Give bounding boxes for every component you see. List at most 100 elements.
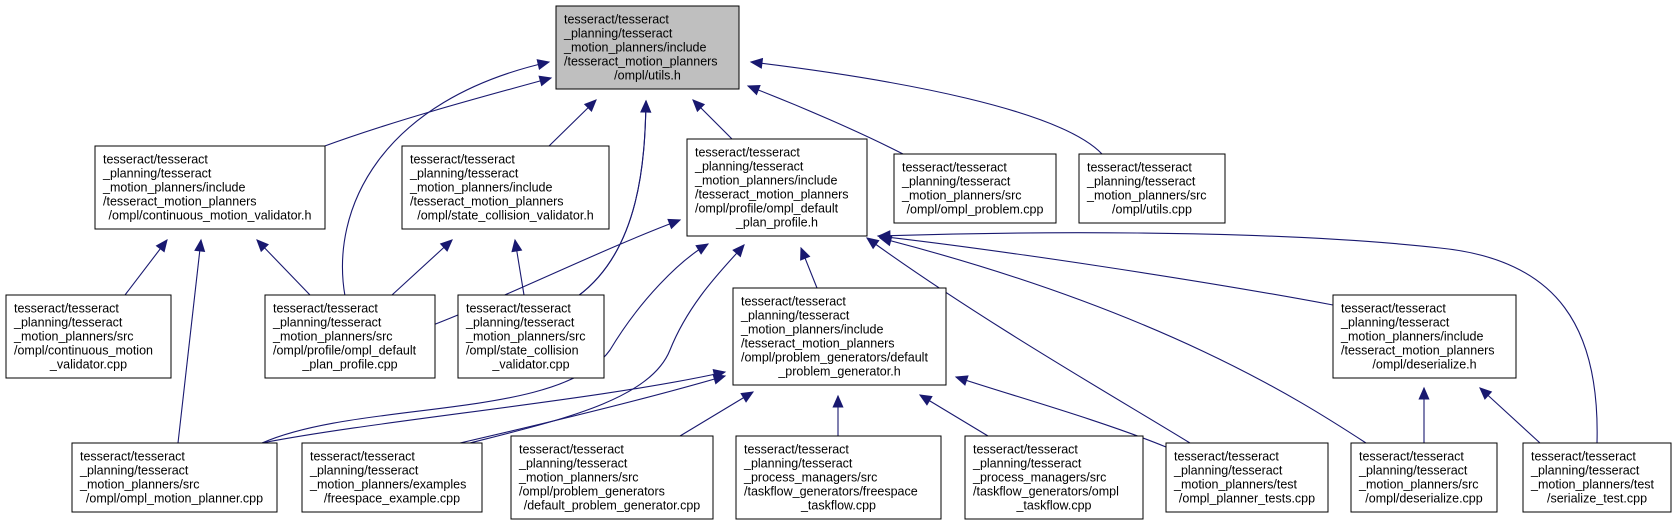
edge-arrowhead [155,239,168,253]
node-box [401,145,610,230]
edge-deserialize_cpp-to-deserialize_h [1418,386,1430,443]
edge-arrowhead [667,218,682,230]
node-label-line: _planning/tesseract [465,316,575,330]
node-label-line: _planning/tesseract [1530,464,1640,478]
edge-arrowhead [640,99,652,113]
node-label-line: /ompl/problem_generators [519,485,665,499]
node-label-line: /tesseract_motion_planners [564,55,718,69]
node-label-line: /ompl/problem_generators/default [741,351,928,365]
edge-line [391,239,453,296]
node-label-line: _motion_planners/src [79,478,200,492]
edge-arrowhead [732,244,745,258]
node-label-line: _motion_planners/src [465,330,586,344]
node-deserialize-cpp[interactable]: tesseract/tesseract_planning/tesseract_m… [1350,442,1498,513]
edge-utils_cpp-to-utils_h [749,57,1103,155]
nodes-layer: tesseract/tesseract_planning/tesseract_m… [5,5,1672,520]
edge-dpp_h-to-utils_h [692,99,733,140]
node-ompl-problem-cpp[interactable]: tesseract/tesseract_planning/tesseract_m… [893,153,1057,224]
node-dpg-h[interactable]: tesseract/tesseract_planning/tesseract_m… [732,287,947,386]
node-box [686,138,868,237]
node-label-line: _motion_planners/src [272,330,393,344]
edge-arrowhead [692,99,706,113]
node-box [732,287,947,386]
edge-arrowhead [918,394,933,406]
edge-arrowhead [712,373,727,385]
node-box [1522,442,1672,513]
node-cmv-cpp[interactable]: tesseract/tesseract_planning/tesseract_m… [5,294,172,379]
node-freespace-taskflow-cpp[interactable]: tesseract/tesseract_planning/tesseract_p… [735,435,942,520]
node-utils-h[interactable]: tesseract/tesseract_planning/tesseract_m… [555,5,740,90]
node-deserialize-h[interactable]: tesseract/tesseract_planning/tesseract_m… [1332,294,1517,379]
node-label-line: _planning/tesseract [1340,316,1450,330]
node-ompl-planner-tests-cpp[interactable]: tesseract/tesseract_planning/tesseract_m… [1165,442,1329,513]
node-serialize-test-cpp[interactable]: tesseract/tesseract_planning/tesseract_m… [1522,442,1672,513]
node-label-line: /ompl/state_collision_validator.h [417,209,594,223]
node-label-line: tesseract/tesseract [519,443,624,457]
edge-arrowhead [538,75,553,87]
node-label-line: /taskflow_generators/freespace [744,485,918,499]
node-label-line: /taskflow_generators/ompl [973,485,1119,499]
node-label-line: /ompl/utils.cpp [1112,203,1192,217]
edge-line [124,239,168,296]
node-label-line: _motion_planners/examples [309,478,466,492]
node-label-line: tesseract/tesseract [103,153,208,167]
edge-dpp_cpp-to-scv_h [391,239,453,296]
node-scv-h[interactable]: tesseract/tesseract_planning/tesseract_m… [401,145,610,230]
node-cmv-h[interactable]: tesseract/tesseract_planning/tesseract_m… [94,145,326,230]
node-label-line: _planning/tesseract [309,464,419,478]
edge-serialize_test_cpp-to-deserialize_h [1479,387,1541,444]
edge-arrowhead [954,375,969,386]
node-label-line: tesseract/tesseract [273,302,378,316]
edge-omp_cpp-to-cmv_h [177,238,206,444]
node-label-line: _plan_profile.cpp [301,358,397,372]
edge-arrowhead [800,246,811,261]
node-ompl-taskflow-cpp[interactable]: tesseract/tesseract_planning/tesseract_p… [964,435,1144,520]
edge-omp_cpp-to-dpg_h [261,369,727,444]
node-dpp-cpp[interactable]: tesseract/tesseract_planning/tesseract_m… [264,294,436,379]
node-dpg-cpp[interactable]: tesseract/tesseract_planning/tesseract_m… [510,435,714,520]
edge-arrowhead [583,99,597,113]
node-label-line: tesseract/tesseract [80,450,185,464]
edge-arrowhead [1479,387,1493,400]
node-label-line: tesseract/tesseract [741,295,846,309]
node-freespace-example-cpp[interactable]: tesseract/tesseract_planning/tesseract_m… [301,442,483,513]
node-label-line: _taskflow.cpp [800,499,876,513]
node-omp-cpp[interactable]: tesseract/tesseract_planning/tesseract_m… [71,442,278,513]
node-box [1165,442,1329,513]
edge-dpp_cpp-to-cmv_h [256,239,311,296]
node-scv-cpp[interactable]: tesseract/tesseract_planning/tesseract_m… [457,294,605,379]
node-label-line: /ompl_planner_tests.cpp [1179,492,1315,506]
edge-arrowhead [536,59,551,71]
node-label-line: _motion_planners/include [563,41,707,55]
edge-arrowhead [740,391,755,403]
node-label-line: _taskflow.cpp [1015,499,1091,513]
edge-dpg_cpp-to-dpg_h [679,391,755,437]
node-label-line: tesseract/tesseract [1341,302,1446,316]
edge-deserialize_cpp-to-dpp_h [878,235,1367,444]
node-label-line: _planning/tesseract [409,167,519,181]
node-label-line: _motion_planners/include [740,323,884,337]
node-label-line: tesseract/tesseract [1359,450,1464,464]
node-label-line: _planning/tesseract [79,464,189,478]
node-dpp-h[interactable]: tesseract/tesseract_planning/tesseract_m… [686,138,868,237]
edge-arrowhead [877,230,891,242]
node-box [1078,153,1226,224]
node-label-line: _problem_generator.h [777,365,900,379]
node-label-line: _planning/tesseract [1173,464,1283,478]
node-label-line: _motion_planners/src [13,330,134,344]
node-label-line: tesseract/tesseract [973,443,1078,457]
edge-dpp_cpp-to-dpp_h [419,218,682,331]
node-box [555,5,740,90]
node-label-line: /default_problem_generator.cpp [524,499,701,513]
node-label-line: _motion_planners/src [1086,189,1207,203]
edge-freespace_example_cpp-to-dpg_h [459,373,727,444]
node-label-line: _planning/tesseract [1358,464,1468,478]
edge-line [459,375,726,444]
node-label-line: _motion_planners/test [1530,478,1655,492]
node-label-line: /tesseract_motion_planners [1341,344,1495,358]
node-label-line: /ompl/continuous_motion [14,344,153,358]
node-box [1350,442,1498,513]
node-utils-cpp[interactable]: tesseract/tesseract_planning/tesseract_m… [1078,153,1226,224]
edge-freespace_taskflow_cpp-to-dpg_h [832,394,844,436]
node-label-line: tesseract/tesseract [310,450,415,464]
